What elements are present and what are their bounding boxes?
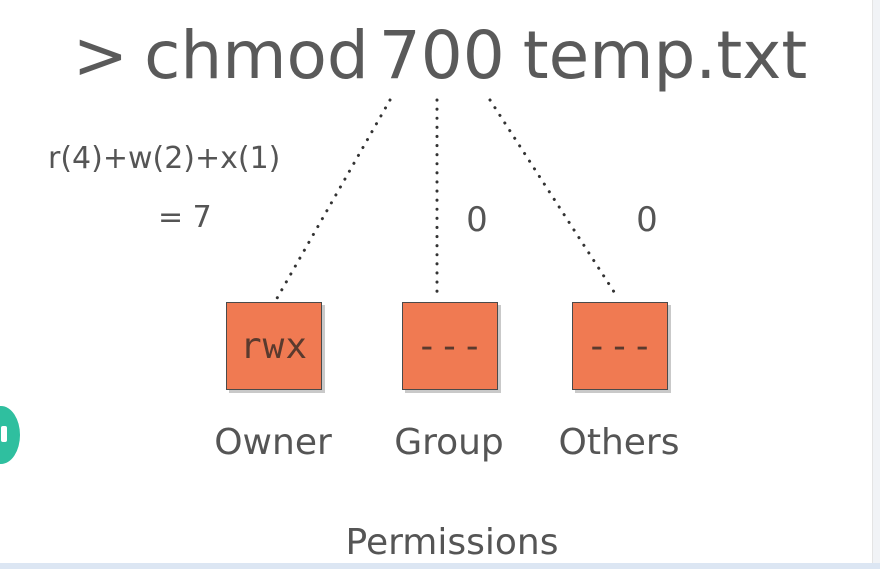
prompt-symbol: > <box>72 17 129 94</box>
side-widget-icon[interactable] <box>0 406 20 464</box>
file-name: temp.txt <box>522 17 808 94</box>
command-name: chmod <box>144 17 369 94</box>
owner-permission-box: rwx <box>226 302 322 390</box>
others-label: Others <box>558 422 680 463</box>
formula-result: = 7 <box>158 200 212 235</box>
bottom-edge <box>0 563 880 569</box>
owner-label: Owner <box>214 422 332 463</box>
group-permission-box: --- <box>402 302 498 390</box>
mode-value: 700 <box>378 17 505 94</box>
permission-formula: r(4)+w(2)+x(1) <box>48 141 281 176</box>
group-label: Group <box>394 422 504 463</box>
scroll-track <box>873 0 880 563</box>
group-digit: 0 <box>466 200 488 240</box>
owner-connector <box>274 98 392 302</box>
permissions-caption: Permissions <box>345 522 559 563</box>
others-permission-box: --- <box>572 302 668 390</box>
others-digit: 0 <box>636 200 658 240</box>
others-connector <box>488 98 620 300</box>
